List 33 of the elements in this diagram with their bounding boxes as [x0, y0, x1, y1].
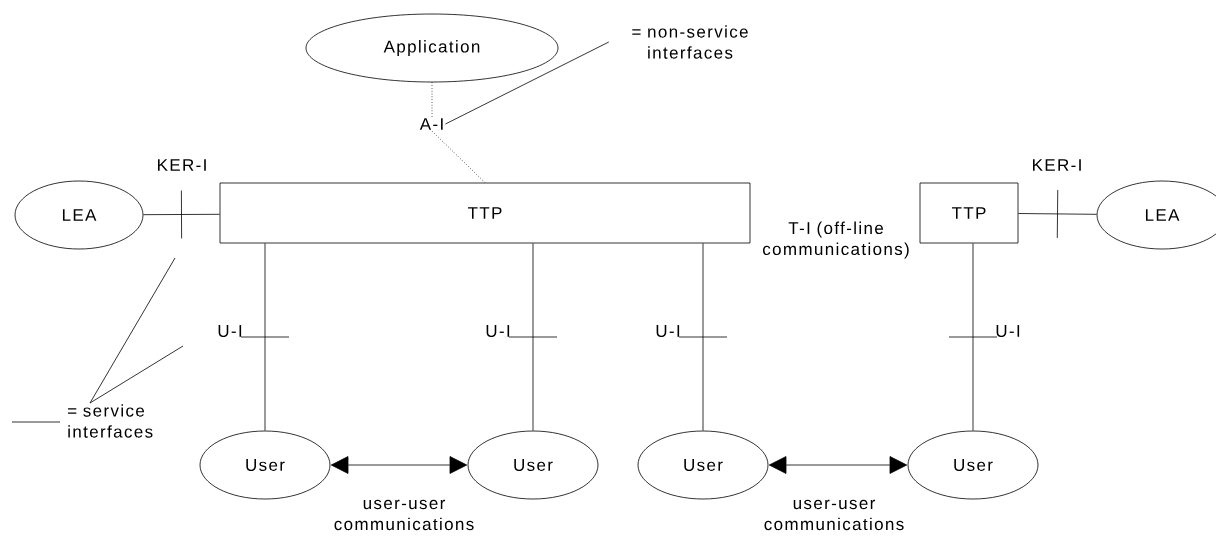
- edge-label: U-I: [996, 325, 1020, 337]
- double-arrow: [330, 456, 468, 474]
- interface-line: [948, 243, 998, 431]
- process-box: TTP: [919, 182, 1019, 244]
- ellipse-node: User: [907, 430, 1039, 500]
- ellipse-node: User: [467, 430, 599, 500]
- edge-label: KER-I: [1033, 159, 1081, 171]
- ellipse-node: User: [199, 430, 331, 500]
- interface-line: [678, 243, 728, 431]
- interface-line: [1018, 189, 1097, 239]
- ellipse-node: User: [637, 430, 769, 500]
- note-text: = service interfaces: [68, 404, 153, 438]
- interface-label: A-I: [419, 118, 443, 130]
- edge-label: user-user communications: [764, 499, 904, 531]
- leader-line: [89, 345, 184, 404]
- interface-line: [508, 243, 558, 431]
- double-arrow: [768, 456, 908, 474]
- edge-label: KER-I: [158, 159, 206, 171]
- note-text: = non-service interfaces: [632, 25, 748, 59]
- interface-line: [143, 190, 220, 239]
- ellipse-node: Application: [305, 13, 559, 83]
- interface-line: [240, 243, 290, 431]
- leader-line: [445, 41, 610, 125]
- edge-label: U-I: [656, 325, 680, 337]
- connector-line: [431, 130, 486, 183]
- ellipse-node: LEA: [14, 180, 144, 250]
- connector-line: [431, 82, 433, 118]
- edge-label: U-I: [486, 325, 510, 337]
- process-box: TTP: [219, 182, 751, 244]
- edge-label: U-I: [218, 325, 242, 337]
- leader-line: [89, 257, 176, 404]
- edge-label: user-user communications: [334, 499, 474, 531]
- note-text: T-I (off-line communications): [762, 221, 909, 259]
